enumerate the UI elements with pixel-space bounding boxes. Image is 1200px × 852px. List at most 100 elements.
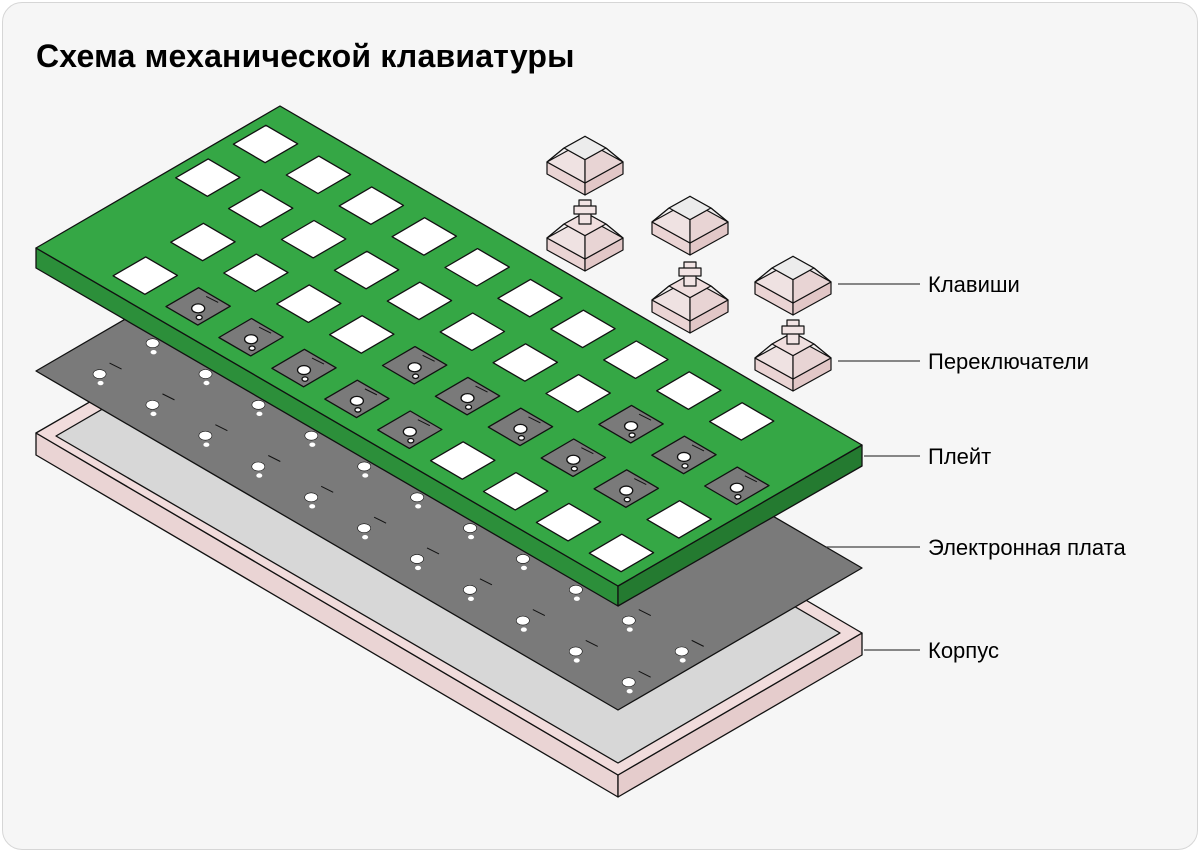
trace-mark (744, 475, 758, 483)
pcb-trace (373, 516, 387, 524)
plate-cutout (232, 124, 299, 164)
pcb-trace (691, 639, 704, 647)
pcb-pin-hole (573, 596, 580, 601)
pcb-pin-hole (415, 504, 422, 509)
plate-cutout (223, 253, 289, 293)
pcb-pin-hole (626, 627, 633, 632)
trace-mark (417, 419, 431, 427)
pcb-hole (145, 400, 160, 410)
pcb-trace (638, 609, 652, 616)
pin-hole (623, 496, 631, 503)
pin-hole (517, 435, 526, 441)
plate-cutout (444, 247, 510, 287)
plate-cutout (482, 471, 549, 511)
switch (546, 199, 624, 272)
pcb-pin-hole (573, 658, 580, 663)
pcb-pin-hole (256, 411, 263, 417)
plate-cutout (386, 281, 453, 321)
switch-hole (460, 392, 475, 404)
pcb-hole (357, 523, 371, 533)
plate-cutout (535, 502, 602, 542)
label-switches: Переключатели (928, 349, 1089, 374)
pcb-trace (479, 578, 493, 586)
pcb-trace (320, 485, 334, 493)
switch-hole (623, 420, 639, 432)
trace-mark (205, 295, 219, 303)
pcb-hole (304, 430, 319, 441)
plate-cutout (439, 312, 506, 352)
plate-cutout (175, 158, 241, 197)
plate-cutout (391, 217, 458, 256)
pcb-pin-hole (520, 565, 527, 571)
pcb-trace (162, 393, 175, 401)
label-plate: Плейт (928, 444, 991, 469)
pcb-hole (251, 461, 266, 472)
pin-hole (734, 493, 742, 500)
pcb-pin-hole (203, 380, 210, 386)
pcb-pin-hole (309, 442, 316, 447)
plate-cutout (227, 189, 294, 228)
pcb-hole (251, 400, 266, 410)
pcb-hole (198, 369, 213, 379)
pin-hole (195, 314, 203, 321)
keycap (651, 195, 729, 256)
switch-hole (566, 454, 581, 465)
pcb-trace (215, 424, 228, 432)
pin-hole (301, 376, 309, 382)
label-keycaps: Клавиши (928, 272, 1020, 297)
trace-mark (258, 326, 272, 334)
pcb-hole (92, 369, 107, 379)
keycaps-group (546, 135, 832, 392)
trace-mark (528, 416, 541, 424)
trace-mark (638, 413, 652, 421)
pcb-hole (569, 584, 583, 595)
plate-cutout (708, 402, 775, 441)
plate-cutout (588, 533, 655, 573)
plate-cutout (333, 250, 400, 290)
plate-cutout (338, 186, 405, 225)
trace-mark (691, 444, 705, 452)
switch-hole (191, 303, 206, 314)
pcb-pin-hole (203, 442, 210, 447)
switch-hole (349, 395, 365, 407)
switch-hole (296, 364, 312, 376)
plate (35, 105, 863, 607)
pcb-hole (198, 430, 213, 441)
label-case: Корпус (928, 638, 999, 663)
pcb-trace (109, 362, 122, 370)
pcb-pin-hole (362, 473, 369, 478)
switch-hole (513, 423, 528, 435)
plate-cutout (545, 373, 611, 413)
plate-cutout (497, 278, 563, 318)
pcb-hole (410, 492, 424, 503)
pcb-hole (463, 584, 477, 595)
pin-hole (248, 345, 256, 352)
plate-cutout (492, 343, 559, 382)
pcb-pin-hole (415, 565, 422, 571)
switch-hole (243, 334, 259, 345)
trace-mark (311, 357, 325, 365)
trace-mark (634, 478, 647, 485)
pcb-trace (585, 639, 598, 647)
pcb-pin-hole (362, 534, 369, 540)
pcb-hole (463, 523, 477, 533)
diagram-title: Схема механической клавиатуры (36, 38, 575, 74)
pcb-hole (410, 554, 424, 564)
pin-hole (570, 465, 578, 472)
switch (651, 261, 729, 334)
pcb-pin-hole (97, 380, 104, 386)
plate-cutout (603, 340, 669, 380)
pcb-pin-hole (679, 658, 686, 663)
trace-mark (475, 385, 488, 393)
plate-cutout (646, 500, 712, 539)
switch-hole (402, 426, 417, 437)
pcb-hole (304, 492, 319, 503)
pcb-hole (145, 338, 160, 348)
pcb-pin-hole (150, 349, 157, 355)
pin-hole (628, 432, 636, 438)
pcb-pin-hole (309, 504, 316, 509)
plate-cutouts (112, 124, 775, 573)
pcb-trace (532, 609, 546, 617)
pcb-pin-hole (626, 689, 633, 694)
